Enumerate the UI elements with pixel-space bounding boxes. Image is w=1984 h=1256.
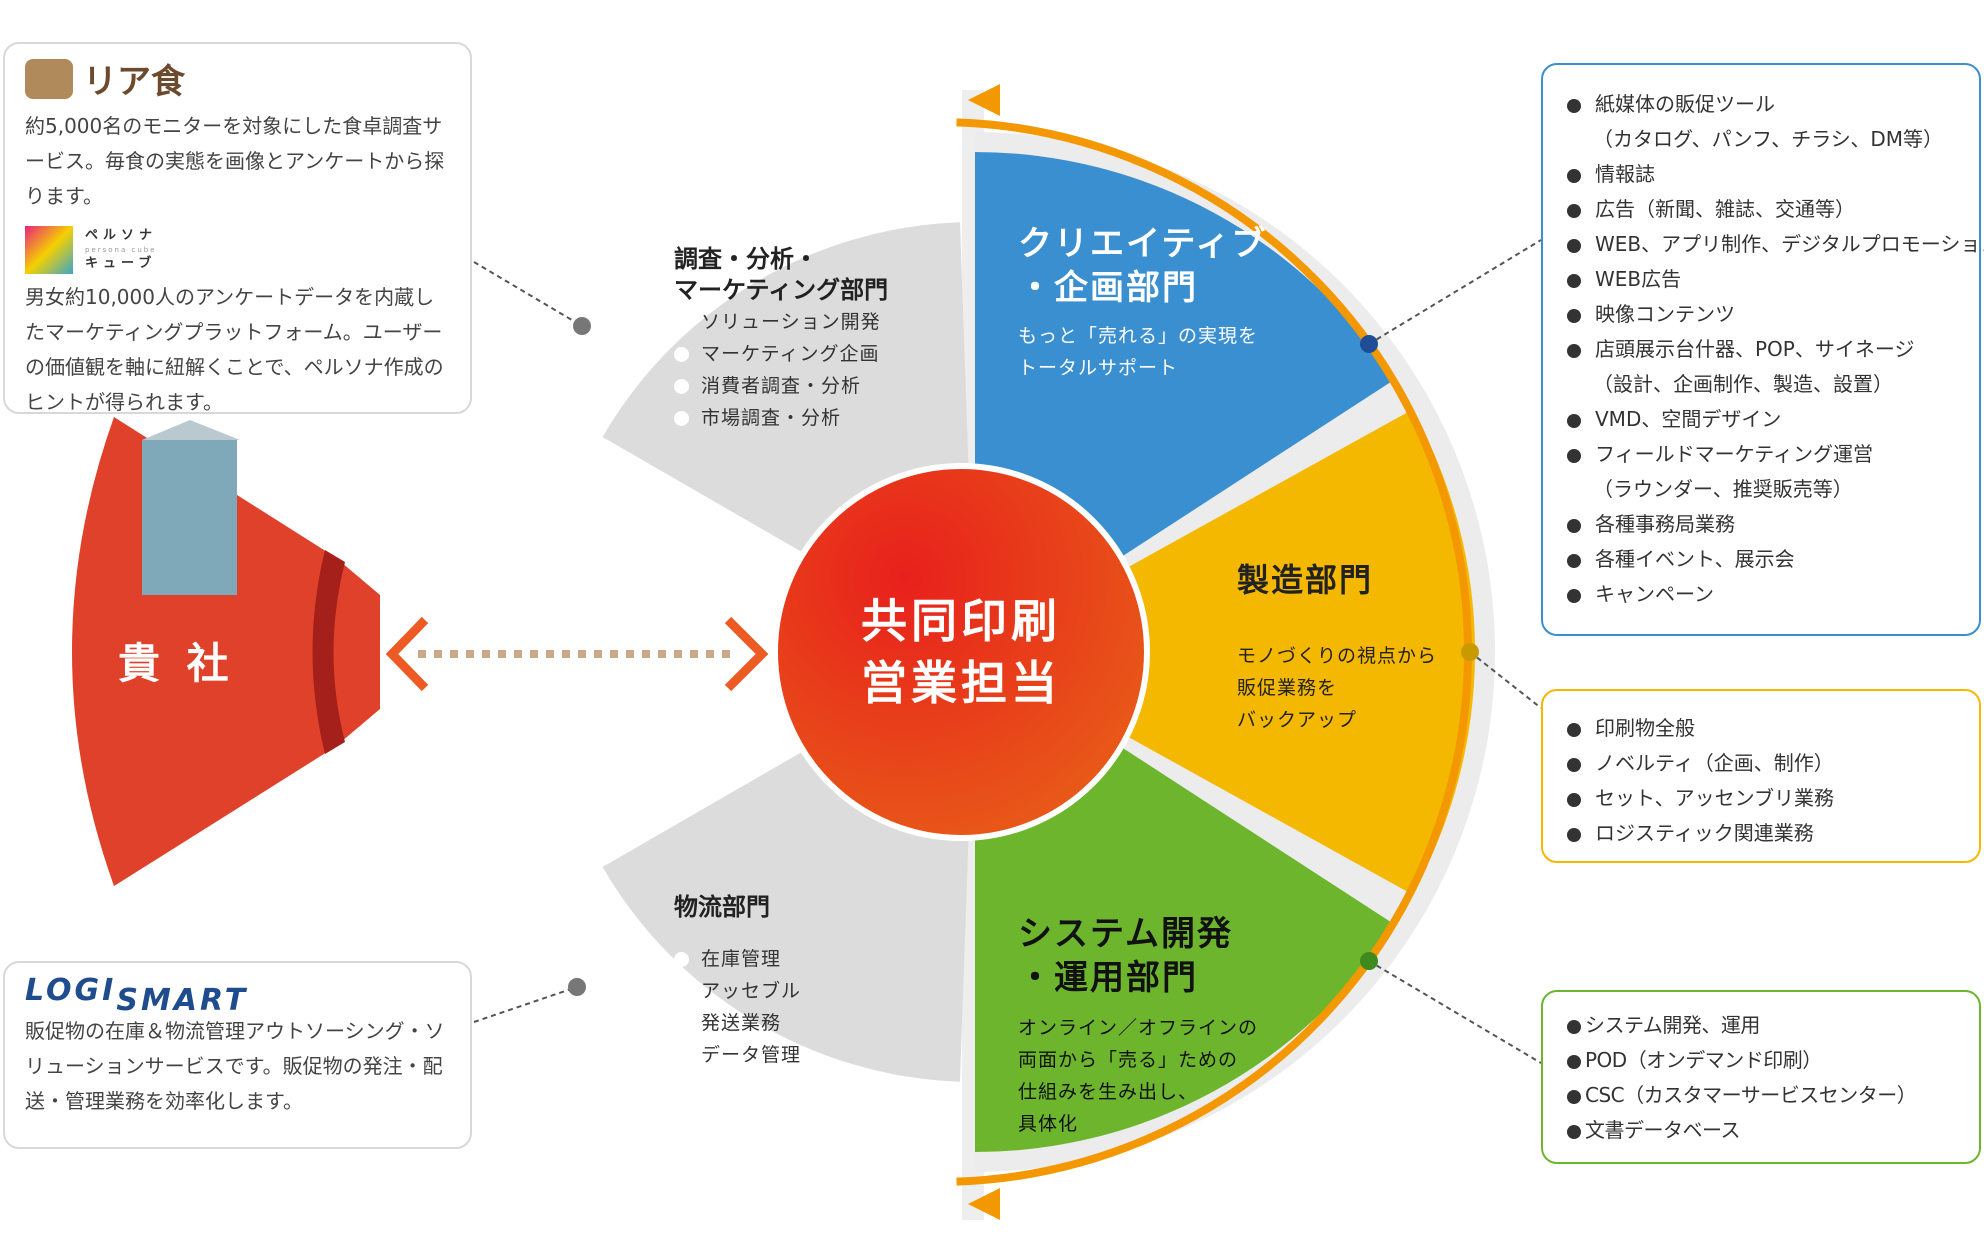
department-item: アッセブル [674,975,801,1007]
riashoku-logo-icon [25,58,73,99]
bullet-icon [1567,1124,1581,1139]
connector-dot [568,978,586,996]
persona-logo-en: persona cube [85,246,157,254]
bullet-icon [1567,827,1581,842]
research-services-box: リア食 約5,000名のモニターを対象にした食卓調査サービス。毎食の実態を画像と… [3,42,472,414]
department-item: 消費者調査・分析 [674,370,888,402]
bullet-icon [674,1016,689,1031]
bullet-icon [1567,1054,1581,1069]
bullet-icon [674,315,689,330]
department-item: ソリューション開発 [674,306,888,338]
building-icon [142,420,240,595]
bullet-icon [1567,238,1581,253]
bullet-icon [1567,448,1581,463]
client-label: 貴 社 [118,639,235,688]
connector-dot [1360,952,1378,970]
bullet-icon [1567,588,1581,603]
persona-cube-logo: ペルソナ persona cube キューブ [25,226,450,274]
service-item: フィールドマーケティング運営 [1567,437,1955,472]
service-item: 各種イベント、展示会 [1567,542,1955,577]
bullet-icon [1567,722,1581,737]
riashoku-description: 約5,000名のモニターを対象にした食卓調査サービス。毎食の実態を画像とアンケー… [25,114,445,208]
logismart-logo: LOGISMART [25,973,249,1018]
bullet-icon [1567,792,1581,807]
connector-dot [1360,335,1378,353]
service-item: ロジスティック関連業務 [1567,816,1955,851]
bullet-icon [1567,273,1581,288]
creative-services-box: 紙媒体の販促ツール （カタログ、パンフ、チラシ、DM等） 情報誌広告（新聞、雑誌、交… [1541,63,1984,636]
sales-circle [772,463,1150,841]
bullet-icon [1567,343,1581,358]
department-item: 市場調査・分析 [674,402,888,434]
service-item: 各種事務局業務 [1567,507,1955,542]
service-item: 店頭展示台什器、POP、サイネージ [1567,332,1955,367]
chevron-right-icon [724,616,769,692]
service-item: （設計、企画制作、製造、設置） [1593,372,1893,396]
logismart-box: LOGISMART 販促物の在庫＆物流管理アウトソーシング・ソリューションサービ… [3,961,472,1149]
service-item: 文書データベース [1567,1113,1955,1148]
service-item: ノベルティ（企画、制作） [1567,746,1955,781]
riashoku-logo: リア食 [83,62,185,102]
bullet-icon [1567,203,1581,218]
arc-arrowhead-bottom [968,1188,1000,1220]
logismart-description: 販促物の在庫＆物流管理アウトソーシング・ソリューションサービスです。販促物の発注… [25,1019,445,1113]
connector-dot [1461,643,1479,661]
service-item: キャンペーン [1567,577,1955,612]
bullet-icon [674,952,689,967]
creative-sector [975,152,1395,571]
bullet-icon [1567,1019,1581,1034]
arc-arrowhead-top [968,84,1000,116]
bullet-icon [1567,553,1581,568]
manufacturing-sector [1106,409,1475,895]
cube-icon [25,226,73,274]
service-item: （ラウンダー、推奨販売等） [1593,477,1853,501]
service-item: 広告（新聞、雑誌、交通等） [1567,192,1955,227]
service-item: WEB、アプリ制作、デジタルプロモーション [1567,227,1984,262]
bullet-icon [1567,308,1581,323]
service-item: 印刷物全般 [1567,711,1955,746]
department-item: データ管理 [674,1039,801,1071]
persona-logo-bottom: キューブ [85,256,157,271]
creative-department: クリエイティブ ・企画部門 もっと「売れる」の実現を トータルサポート [1018,224,1268,379]
bullet-icon [674,984,689,999]
bullet-icon [1567,413,1581,428]
system-department: システム開発 ・運用部門 オンライン／オフラインの 両面から「売る」ための 仕組… [1018,914,1259,1135]
department-item: 在庫管理 [674,943,801,975]
service-item: VMD、空間デザイン [1567,402,1955,437]
logistics-department: 物流部門 在庫管理アッセブル発送業務データ管理 [674,892,801,1071]
bullet-icon [674,1048,689,1063]
bullet-icon [674,347,689,362]
service-item: システム開発、運用 [1567,1008,1955,1043]
connector-lines [473,239,1542,1064]
service-item: WEB広告 [1567,262,1955,297]
sales-label: 共同印刷営業担当 [861,594,1061,710]
service-item: POD（オンデマンド印刷） [1567,1043,1955,1078]
chevron-left-icon [385,616,429,692]
persona-logo-top: ペルソナ [85,228,158,243]
bullet-icon [674,379,689,394]
research-department: 調査・分析・ マーケティング部門 ソリューション開発マーケティング企画消費者調査… [674,244,888,434]
connector-dot [573,317,591,335]
service-item: 映像コンテンツ [1567,297,1955,332]
bullet-icon [1567,168,1581,183]
service-item: （カタログ、パンフ、チラシ、DM等） [1593,127,1944,151]
manufacturing-services-box: 印刷物全般ノベルティ（企画、制作）セット、アッセンブリ業務ロジスティック関連業務 [1541,689,1981,863]
service-item: CSC（カスタマーサービスセンター） [1567,1078,1955,1113]
department-item: マーケティング企画 [674,338,888,370]
bullet-icon [674,411,689,426]
bullet-icon [1567,518,1581,533]
service-item: セット、アッセンブリ業務 [1567,781,1955,816]
manufacturing-department: 製造部門 モノづくりの視点から 販促業務を バックアップ [1237,561,1438,731]
bullet-icon [1567,98,1581,113]
system-sector [975,733,1395,1152]
bullet-icon [1567,757,1581,772]
service-item: 紙媒体の販促ツール [1567,87,1955,122]
persona-cube-description: 男女約10,000人のアンケートデータを内蔵したマーケティングプラットフォーム。… [25,285,444,414]
service-item: 情報誌 [1567,157,1955,192]
department-item: 発送業務 [674,1007,801,1039]
bullet-icon [1567,1089,1581,1104]
client-wedge-ring [312,550,345,754]
